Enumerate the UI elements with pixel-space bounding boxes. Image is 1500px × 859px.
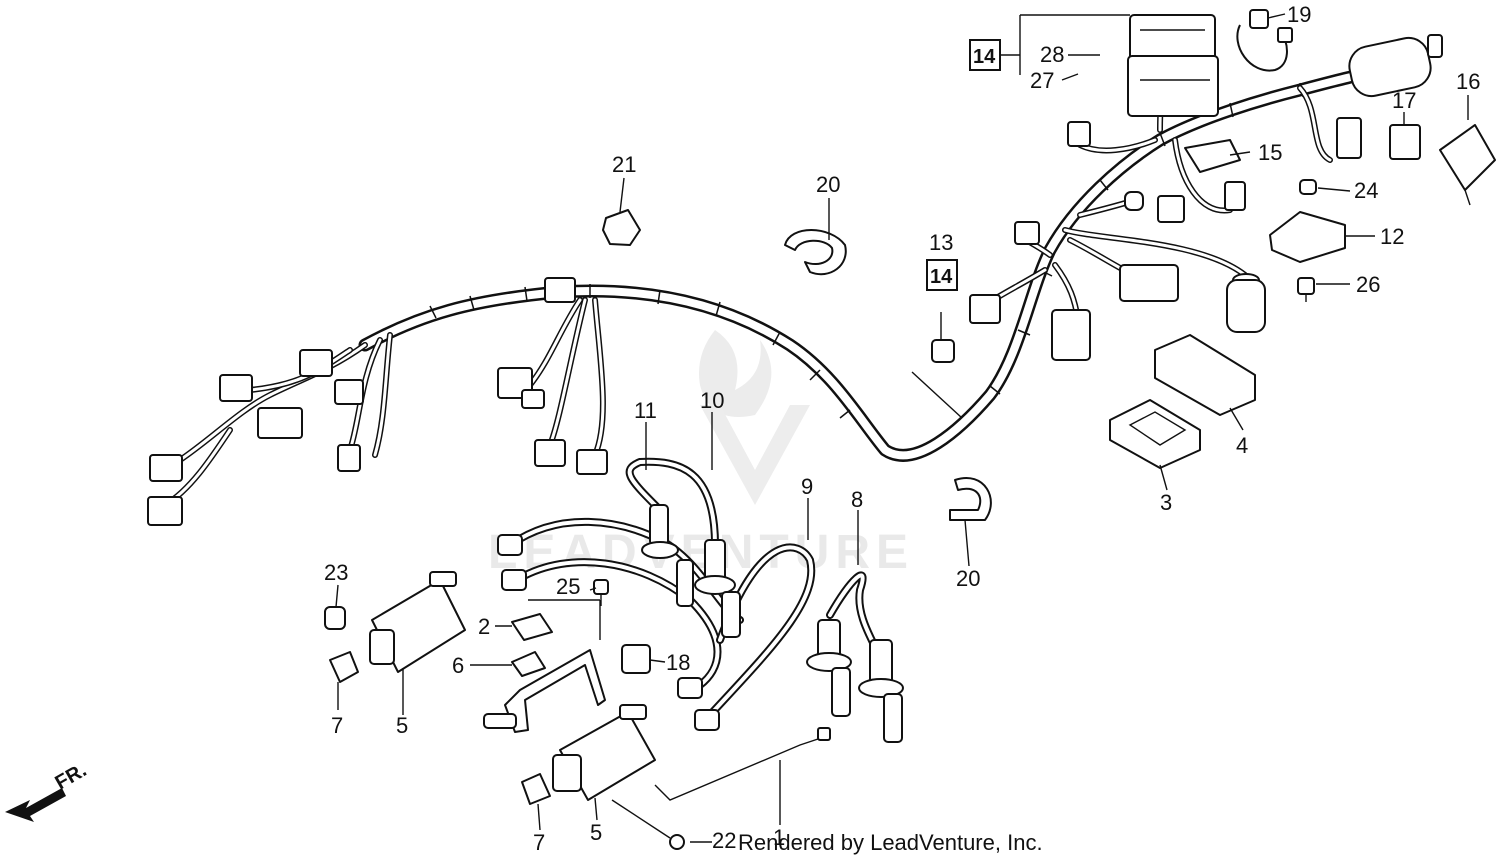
- front-direction-arrow: FR.: [5, 759, 90, 822]
- boxed-ref-14-mid-frame: [926, 259, 958, 291]
- callout-13: 13: [929, 230, 953, 255]
- callout-16: 16: [1456, 69, 1480, 94]
- callout-10: 10: [700, 388, 724, 413]
- callout-15: 15: [1258, 140, 1282, 165]
- callout-24: 24: [1354, 178, 1378, 203]
- callout-17: 17: [1392, 88, 1416, 113]
- callout-19: 19: [1287, 2, 1311, 27]
- callout-22: 22: [712, 828, 736, 853]
- fuse-box-assembly: [1127, 9, 1443, 117]
- boxed-ref-14-mid: 14: [930, 266, 953, 288]
- callout-7-lower: 7: [533, 830, 545, 855]
- footer-credit: Rendered by LeadVenture, Inc.: [738, 830, 1043, 855]
- main-wire-harness: [162, 68, 1367, 508]
- harness-connectors-right: [969, 117, 1362, 361]
- callout-9: 9: [801, 474, 813, 499]
- callout-20-lower: 20: [956, 566, 980, 591]
- callout-21: 21: [612, 152, 636, 177]
- boxed-ref-14-top: 14: [973, 46, 996, 68]
- callout-23: 23: [324, 560, 348, 585]
- callout-26: 26: [1356, 272, 1380, 297]
- callout-3: 3: [1160, 490, 1172, 515]
- callout-5-upper: 5: [396, 713, 408, 738]
- right-side-parts: [1109, 124, 1496, 469]
- harness-connectors-left: [147, 277, 608, 526]
- callout-6: 6: [452, 653, 464, 678]
- callout-5-lower: 5: [590, 820, 602, 845]
- callout-labels: 1 2 3 4 5 5 6 7 7 8 9 10 11 12 13 15 16 …: [324, 2, 1480, 855]
- callout-12: 12: [1380, 224, 1404, 249]
- clamps-and-small-parts: [602, 209, 992, 521]
- callout-1: 1: [773, 825, 785, 850]
- spark-plug-wires: [497, 457, 904, 743]
- callout-8: 8: [851, 487, 863, 512]
- callout-11: 11: [634, 398, 657, 423]
- callout-28: 28: [1040, 42, 1064, 67]
- front-direction-label: FR.: [52, 759, 91, 794]
- callout-20-upper: 20: [816, 172, 840, 197]
- callout-18: 18: [666, 650, 690, 675]
- ignition-coils: [324, 571, 831, 850]
- callout-27: 27: [1030, 68, 1054, 93]
- boxed-ref-14-top-frame: [969, 39, 1001, 71]
- leader-lines: [335, 13, 1469, 843]
- callout-7-upper: 7: [331, 713, 343, 738]
- callout-2: 2: [478, 614, 490, 639]
- callout-25: 25: [556, 574, 580, 599]
- callout-4: 4: [1236, 433, 1248, 458]
